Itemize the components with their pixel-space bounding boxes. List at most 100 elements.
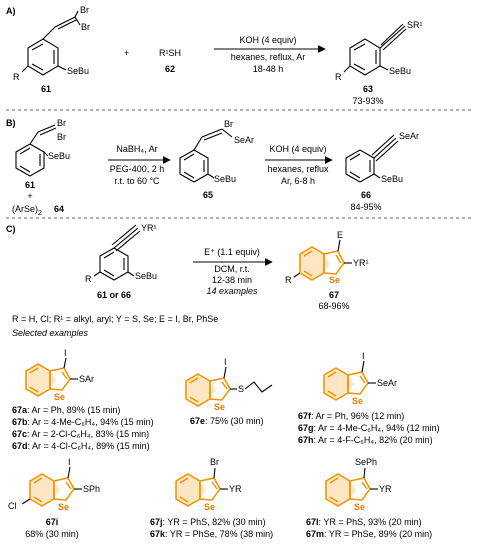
product-66-sear: SeAr [399, 131, 419, 141]
sm-sebu: SeBu [135, 271, 157, 281]
ex4-sub: SPh [83, 484, 100, 494]
example-67l-m: SePh YR Se 67l: YR = PhS, 93% (20 min) 6… [306, 457, 432, 539]
cond-c-2: DCM, r.t. [214, 264, 250, 274]
product-63-number: 63 [363, 84, 373, 94]
product-67-r: R [285, 275, 292, 285]
benzoselenophene-67j-k [175, 467, 228, 507]
product-67-e: E [337, 230, 343, 240]
ex2-line: 67e: 75% (30 min) [190, 416, 264, 426]
reactant-61b-br-bottom: Br [57, 132, 66, 142]
product-63-structure [343, 23, 407, 76]
benzoselenophene-67e [185, 366, 273, 407]
ex3-line-1: 67g: Ar = 4-Me-C₆H₄, 94% (12 min) [298, 423, 440, 433]
plus-sign-b: + [27, 191, 32, 201]
ex1-i: I [64, 348, 67, 358]
ex2-i: I [224, 357, 227, 367]
sm-structure [93, 224, 141, 281]
product-67-structure [293, 239, 352, 281]
cond-c-1: E⁺ (1.1 equiv) [204, 247, 260, 257]
panel-c-label: C) [6, 224, 16, 234]
intermediate-65-structure [179, 128, 233, 183]
cond-c-4: 14 examples [206, 286, 258, 296]
ex2-se: Se [214, 402, 225, 412]
ex3-i: I [362, 351, 365, 361]
reagent-64-number: 64 [54, 204, 64, 214]
ex4-text: 68% (30 min) [25, 529, 79, 539]
ex6-line-0: 67l: YR = PhS, 93% (20 min) [306, 517, 422, 527]
reactant-61-structure [21, 10, 81, 76]
ex1-line-1: 67b: Ar = 4-Me-C₆H₄, 94% (15 min) [12, 417, 154, 427]
panel-b-label: B) [6, 118, 16, 128]
reactant-61-br-bottom: Br [81, 22, 90, 32]
ex3-line-0: 67f: Ar = Ph, 96% (12 min) [298, 411, 404, 421]
sm-number: 61 or 66 [97, 290, 131, 300]
example-67a-d: I SAr Se 67a: Ar = Ph, 89% (15 min) 67b:… [12, 348, 154, 451]
product-67-se: Se [329, 275, 340, 285]
benzoselenophene-67a-d [25, 357, 78, 397]
product-63-sebu: SeBu [389, 66, 411, 76]
panel-a-label: A) [6, 6, 16, 16]
product-66-number: 66 [361, 190, 371, 200]
cond-a-1: KOH (4 equiv) [239, 35, 296, 45]
plus-sign-a: + [124, 48, 129, 58]
ex3-sub: SeAr [377, 378, 397, 388]
ex5-line-0: 67j: YR = PhS, 82% (30 min) [150, 517, 266, 527]
product-67-yr: YR¹ [353, 258, 369, 268]
example-67i: I SPh Se Cl 67i 68% (30 min) [8, 457, 100, 539]
intermediate-65-number: 65 [203, 190, 213, 200]
ex5-sub: YR [229, 484, 242, 494]
product-67-yield: 68-96% [318, 301, 349, 311]
cond-c-3: 12-38 min [212, 275, 252, 285]
benzoselenophene-67l-m [325, 467, 378, 507]
intermediate-65-br: Br [224, 119, 233, 129]
reactant-61-r: R [13, 72, 20, 82]
cond-b1-3: r.t. to 60 °C [114, 176, 160, 186]
cond-b1-2: PEG-400, 2 h [110, 164, 165, 174]
sm-r: R [85, 274, 92, 284]
ex3-line-2: 67h: Ar = 4-F-C₆H₄, 82% (20 min) [298, 435, 433, 445]
product-63-yield: 73-93% [352, 96, 383, 106]
ex5-br: Br [210, 457, 219, 467]
product-63-r: R [335, 72, 342, 82]
panel-c: C) YR¹ SeBu R 61 or 66 E⁺ (1.1 equiv) DC… [6, 223, 369, 338]
panel-a: A) Br Br SeBu R 61 + R¹SH 62 KOH (4 equi… [6, 5, 423, 106]
selected-examples-heading: Selected examples [12, 328, 89, 338]
panel-b: B) Br Br SeBu 61 + (ArSe)2 64 NaBH₄, Ar … [6, 118, 419, 217]
ex5-se: Se [204, 502, 215, 512]
example-67j-k: Br YR Se 67j: YR = PhS, 82% (30 min) 67k… [150, 457, 273, 539]
reactant-61-br-top: Br [80, 5, 89, 15]
ex6-sub: YR [379, 484, 392, 494]
ex4-cl: Cl [8, 501, 17, 511]
ex4-id: 67i [46, 517, 59, 527]
ex5-line-1: 67k: YR = PhSe, 78% (38 min) [150, 529, 273, 539]
reactant-62: R¹SH [159, 48, 181, 58]
cond-b1-1: NaBH₄, Ar [116, 144, 157, 154]
example-67f-h: I SeAr Se 67f: Ar = Ph, 96% (12 min) 67g… [298, 351, 440, 445]
reagent-64: (ArSe)2 [12, 204, 42, 217]
reactant-61b-number: 61 [25, 180, 35, 190]
cond-b2-2: hexanes, reflux [267, 164, 329, 174]
product-67-number: 67 [329, 290, 339, 300]
ex1-line-3: 67d: Ar = 4-Cl-C₆H₄, 89% (15 min) [12, 441, 150, 451]
ex6-seph: SePh [355, 457, 377, 467]
reactant-61-sebu: SeBu [67, 66, 89, 76]
ex4-i: I [68, 457, 71, 467]
cond-b2-1: KOH (4 equiv) [269, 144, 326, 154]
product-66-sebu: SeBu [381, 174, 403, 184]
ex1-sub: SAr [79, 374, 94, 384]
reactant-61b-sebu: SeBu [48, 151, 70, 161]
example-67e: I S Se 67e: 75% (30 min) [185, 357, 273, 426]
sm-yr: YR¹ [141, 223, 157, 233]
benzoselenophene-67i [21, 466, 82, 507]
ex1-line-0: 67a: Ar = Ph, 89% (15 min) [12, 405, 120, 415]
cond-a-2: hexanes, reflux, Ar [231, 52, 306, 62]
ex2-s: S [238, 384, 244, 394]
ex6-line-1: 67m: YR = PhSe, 89% (20 min) [306, 529, 432, 539]
product-63-sr: SR¹ [407, 20, 423, 30]
ex4-se: Se [58, 502, 69, 512]
definitions: R = H, Cl; R¹ = alkyl, aryl; Y = S, Se; … [12, 314, 218, 324]
intermediate-65-sebu: SeBu [214, 174, 236, 184]
benzoselenophene-67f-h [323, 360, 376, 401]
reactant-61b-br-top: Br [57, 118, 66, 128]
